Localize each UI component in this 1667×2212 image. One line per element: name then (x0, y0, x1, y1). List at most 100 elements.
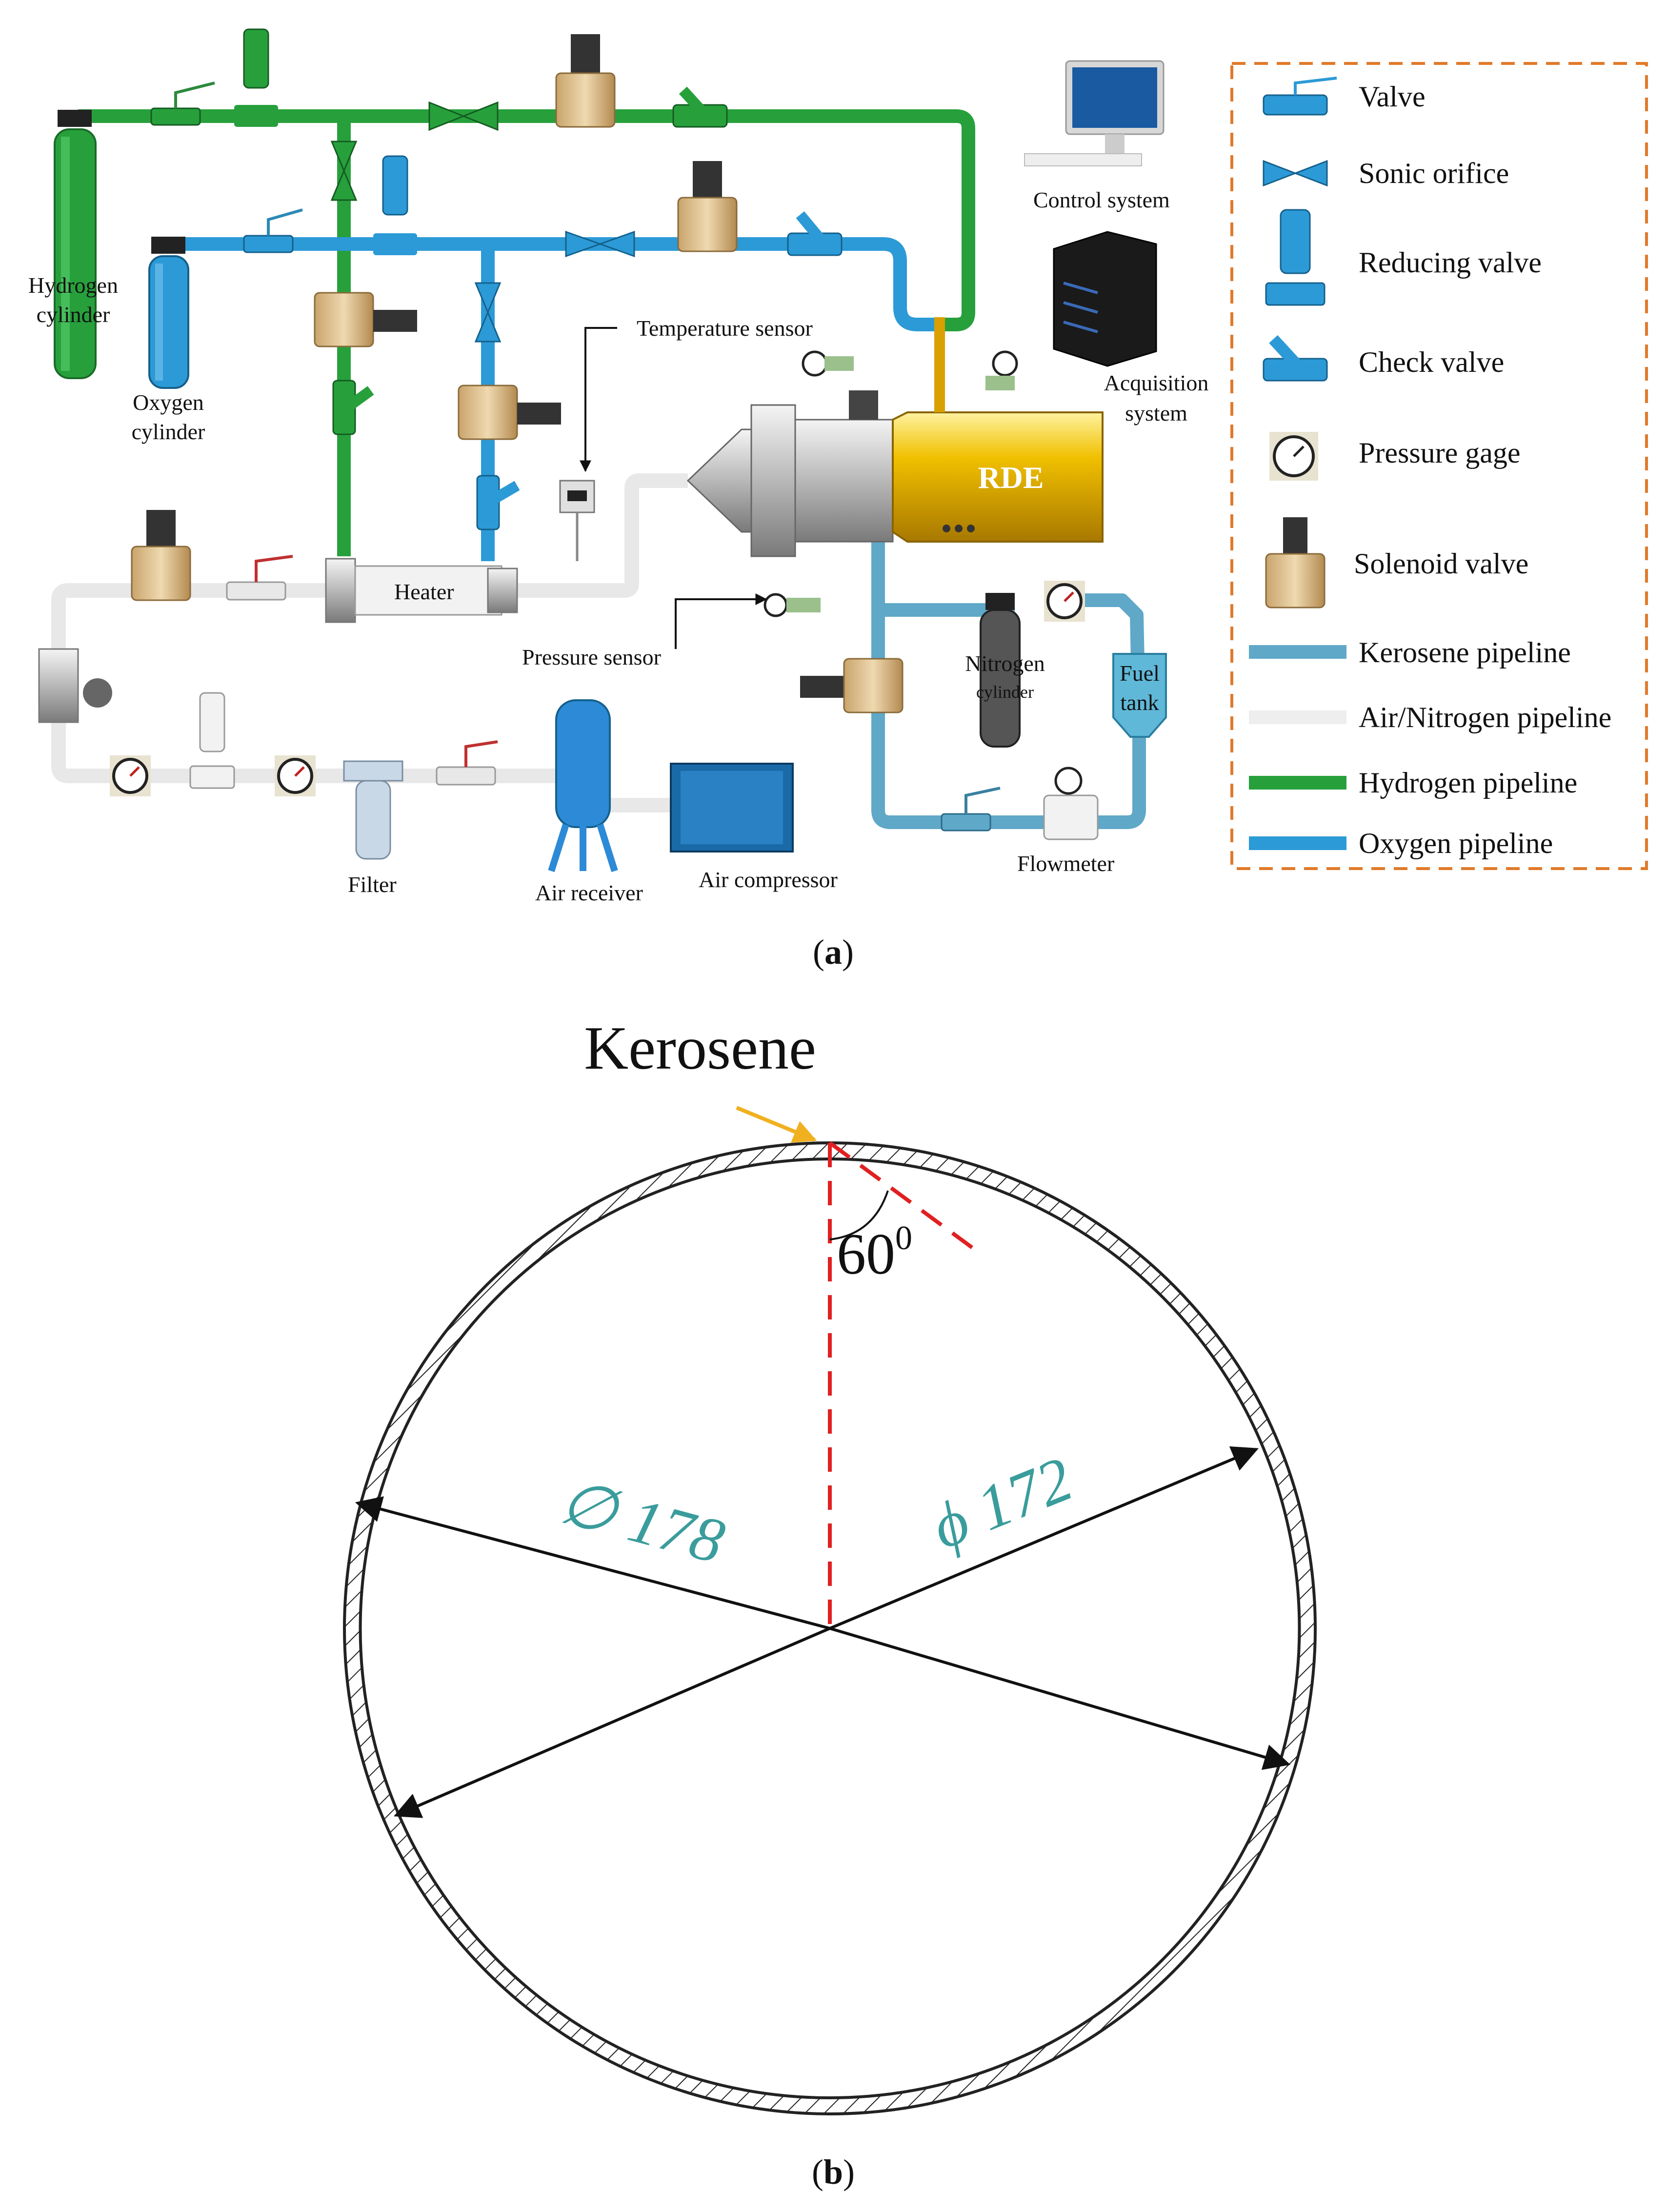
pressure-gage-icon (275, 755, 316, 796)
pressure-gage-icon (110, 755, 151, 796)
nitrogen-cylinder (980, 593, 1021, 748)
legend-swatch-kerosene (1249, 645, 1346, 659)
valve-icon (1263, 77, 1337, 116)
caption-a-letter: a (824, 933, 842, 972)
oxygen-cylinder-label-line2: cylinder (132, 419, 205, 444)
caption-a: (a) (813, 933, 854, 972)
pressure-gage-icon (802, 350, 854, 377)
hydrogen-cylinder (54, 110, 97, 379)
solenoid-valve-icon (314, 292, 417, 347)
heater-label: Heater (394, 579, 454, 604)
valve-icon (226, 555, 293, 601)
legend-label-air-nitrogen-pipeline: Air/Nitrogen pipeline (1359, 701, 1611, 733)
solenoid-valve-icon (458, 385, 561, 440)
legend-label-check-valve: Check valve (1359, 346, 1504, 378)
legend-label-reducing-valve: Reducing valve (1359, 246, 1542, 279)
legend-label-valve: Valve (1359, 81, 1426, 113)
solenoid-valve-icon (555, 34, 616, 128)
sonic-orifice-icon (1263, 160, 1328, 187)
injection-direction-line (828, 1141, 977, 1252)
diameter-arrow-outer-right (829, 1627, 1291, 1770)
angle-value: 60 (837, 1221, 895, 1286)
caption-b-letter: b (823, 2152, 843, 2192)
filter-label: Filter (348, 872, 397, 897)
temperature-sensor (559, 480, 595, 561)
legend-label-solenoid-valve: Solenoid valve (1354, 548, 1528, 580)
legend-swatch-hydrogen (1249, 776, 1346, 790)
valve-icon (150, 81, 215, 126)
check-valve-icon (672, 86, 728, 128)
rde-engine (686, 390, 1104, 557)
air-receiver (548, 699, 618, 873)
kerosene-label: Kerosene (584, 1015, 816, 1082)
legend-label-pressure-gage: Pressure gage (1359, 437, 1521, 469)
nitrogen-cylinder-label-line1: Nitrogen (965, 651, 1045, 676)
panel-b-cross-section: Kerosene 600 ∅ 178 ϕ 172 (b) (343, 1015, 1317, 2192)
reducing-valve-icon (1265, 209, 1326, 306)
oxygen-cylinder-label-line1: Oxygen (133, 390, 204, 415)
solenoid-valve-icon (131, 510, 191, 601)
caption-b: (b) (812, 2152, 855, 2192)
valve-icon (436, 740, 498, 786)
temperature-sensor-label: Temperature sensor (637, 316, 813, 341)
fuel-tank (1112, 653, 1167, 738)
acquisition-system-label-line2: system (1125, 401, 1187, 426)
air-receiver-label: Air receiver (535, 880, 643, 905)
sonic-orifice-icon (565, 230, 635, 258)
caption-b-open: ( (812, 2152, 823, 2192)
rde-label: RDE (978, 460, 1044, 495)
filter (343, 760, 403, 860)
kerosene-injection-arrow (736, 1106, 817, 1143)
fuel-tank-label-line2: tank (1120, 690, 1159, 715)
sonic-orifice-icon (428, 101, 499, 131)
hydrogen-cylinder-label-line2: cylinder (37, 302, 110, 327)
angle-arc (829, 1190, 889, 1240)
check-valve-icon (787, 211, 843, 256)
panel-a-schematic: Temperature sensor Heater (28, 28, 1648, 972)
air-compressor-label: Air compressor (699, 867, 838, 892)
control-system-label: Control system (1033, 187, 1170, 212)
diameter-arrow-inner-left (394, 1627, 831, 1818)
valve-icon (941, 787, 1001, 832)
fuel-tank-label-line1: Fuel (1120, 661, 1160, 686)
angle-label: 600 (837, 1219, 912, 1286)
inner-diameter-label: ϕ 172 (922, 1443, 1082, 1563)
legend-frame (1230, 62, 1648, 870)
reducing-valve-icon (234, 28, 278, 127)
pressure-gage-icon (1044, 581, 1085, 622)
reducing-valve-icon (189, 692, 235, 789)
reducing-valve-icon (373, 155, 417, 255)
flowmeter (1043, 767, 1099, 840)
diameter-arrow-inner-right (829, 1446, 1259, 1630)
legend: Valve Sonic orifice Reducing valve Check… (1230, 62, 1648, 870)
oxygen-cylinder (148, 237, 189, 389)
legend-label-sonic-orifice: Sonic orifice (1359, 157, 1509, 189)
injector-feed (934, 317, 945, 412)
hydrogen-cylinder-label-line1: Hydrogen (28, 273, 118, 298)
legend-label-oxygen-pipeline: Oxygen pipeline (1359, 827, 1553, 859)
solenoid-valve-icon (677, 161, 738, 252)
flowmeter-label: Flowmeter (1017, 851, 1114, 876)
diameter-arrow-outer-left (355, 1496, 830, 1630)
combustor-wall (343, 1141, 1317, 2116)
acquisition-system-label-line1: Acquisition (1104, 370, 1209, 395)
legend-swatch-oxygen (1249, 836, 1346, 850)
check-valve-icon (1263, 335, 1328, 382)
valve-icon (243, 208, 303, 253)
check-valve-icon (476, 475, 520, 530)
sonic-orifice-icon (474, 282, 502, 343)
legend-swatch-air-nitrogen (1249, 710, 1346, 724)
pressure-sensor-leader (675, 593, 767, 649)
caption-b-close: ) (843, 2152, 855, 2192)
sonic-orifice-icon (330, 141, 358, 201)
pressure-gage-icon (1269, 432, 1318, 481)
legend-label-kerosene-pipeline: Kerosene pipeline (1359, 636, 1571, 669)
nitrogen-cylinder-label-line2: cylinder (976, 682, 1034, 702)
pressure-sensor-label: Pressure sensor (522, 645, 661, 670)
solenoid-valve-icon (800, 658, 904, 713)
caption-a-close: ) (842, 933, 854, 972)
pressure-gage-icon (985, 350, 1018, 390)
flow-element (38, 648, 112, 723)
solenoid-valve-icon (1265, 517, 1326, 609)
